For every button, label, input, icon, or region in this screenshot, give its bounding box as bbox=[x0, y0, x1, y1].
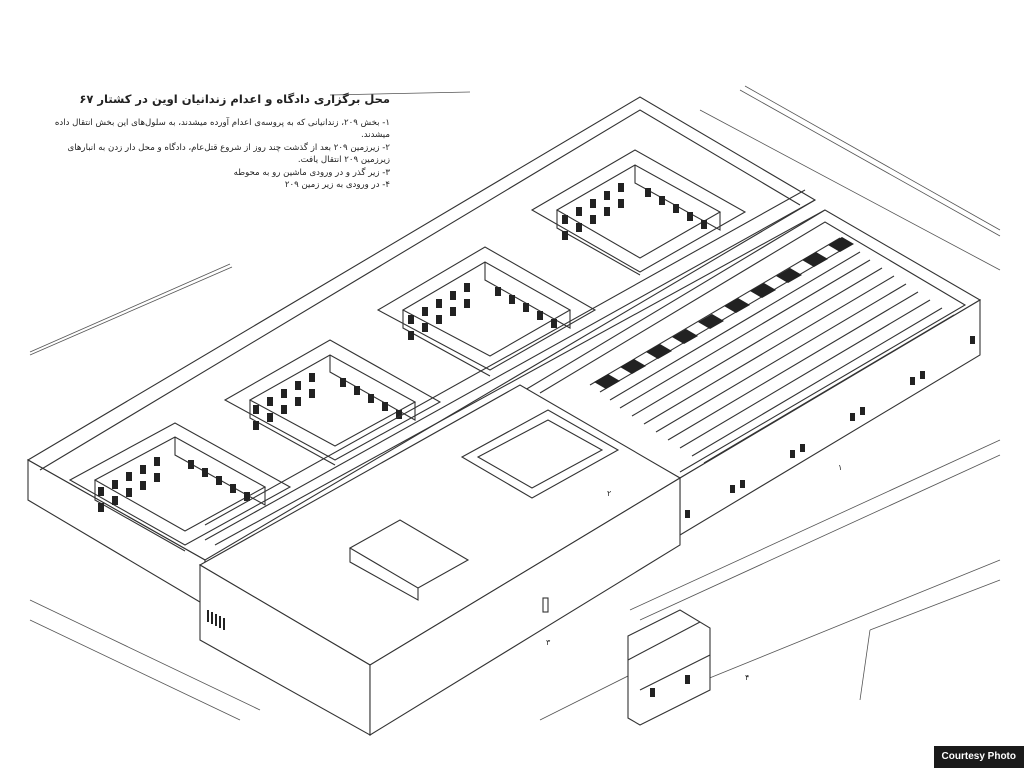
courtyard-windows bbox=[98, 183, 707, 512]
caption-title: محل برگزاری دادگاه و اعدام زندانیان اوین… bbox=[79, 92, 390, 106]
marker-2: ۲ bbox=[607, 489, 611, 498]
ward-209-exterior-windows bbox=[685, 336, 975, 518]
roof-stair-hatch bbox=[348, 519, 470, 601]
photo-credit: Courtesy Photo bbox=[933, 746, 1024, 768]
courtyard-3 bbox=[376, 246, 597, 377]
diagram-caption: محل برگزاری دادگاه و اعدام زندانیان اوین… bbox=[40, 92, 390, 192]
marker-3: ۳ bbox=[546, 638, 551, 647]
entrance-vents bbox=[207, 610, 225, 630]
legend-item-1: ۱- بخش ۲۰۹، زندانیانی که به پروسه‌ی اعدا… bbox=[54, 117, 390, 141]
central-corridor bbox=[204, 189, 826, 546]
caption-legend-list: ۱- بخش ۲۰۹، زندانیانی که به پروسه‌ی اعدا… bbox=[40, 117, 390, 192]
roof-light-well bbox=[460, 409, 620, 499]
ward-209-skylights bbox=[594, 237, 854, 389]
marker-1: ۱ bbox=[838, 463, 842, 472]
entrance-door bbox=[542, 597, 549, 613]
marker-4: ۴ bbox=[745, 673, 749, 682]
legend-item-3: ۳- زیر گذر و در ورودی ماشین رو به محوطه bbox=[233, 167, 390, 178]
gate-house bbox=[627, 609, 711, 726]
ward-209-cell-rows bbox=[589, 237, 955, 464]
site-boundary-lines bbox=[29, 85, 1001, 721]
legend-item-2: ۲- زیرزمین ۲۰۹ بعد از گذشت چند روز از شر… bbox=[67, 142, 390, 166]
legend-item-4: ۴- در ورودی به زیر زمین ۲۰۹ bbox=[284, 180, 390, 191]
